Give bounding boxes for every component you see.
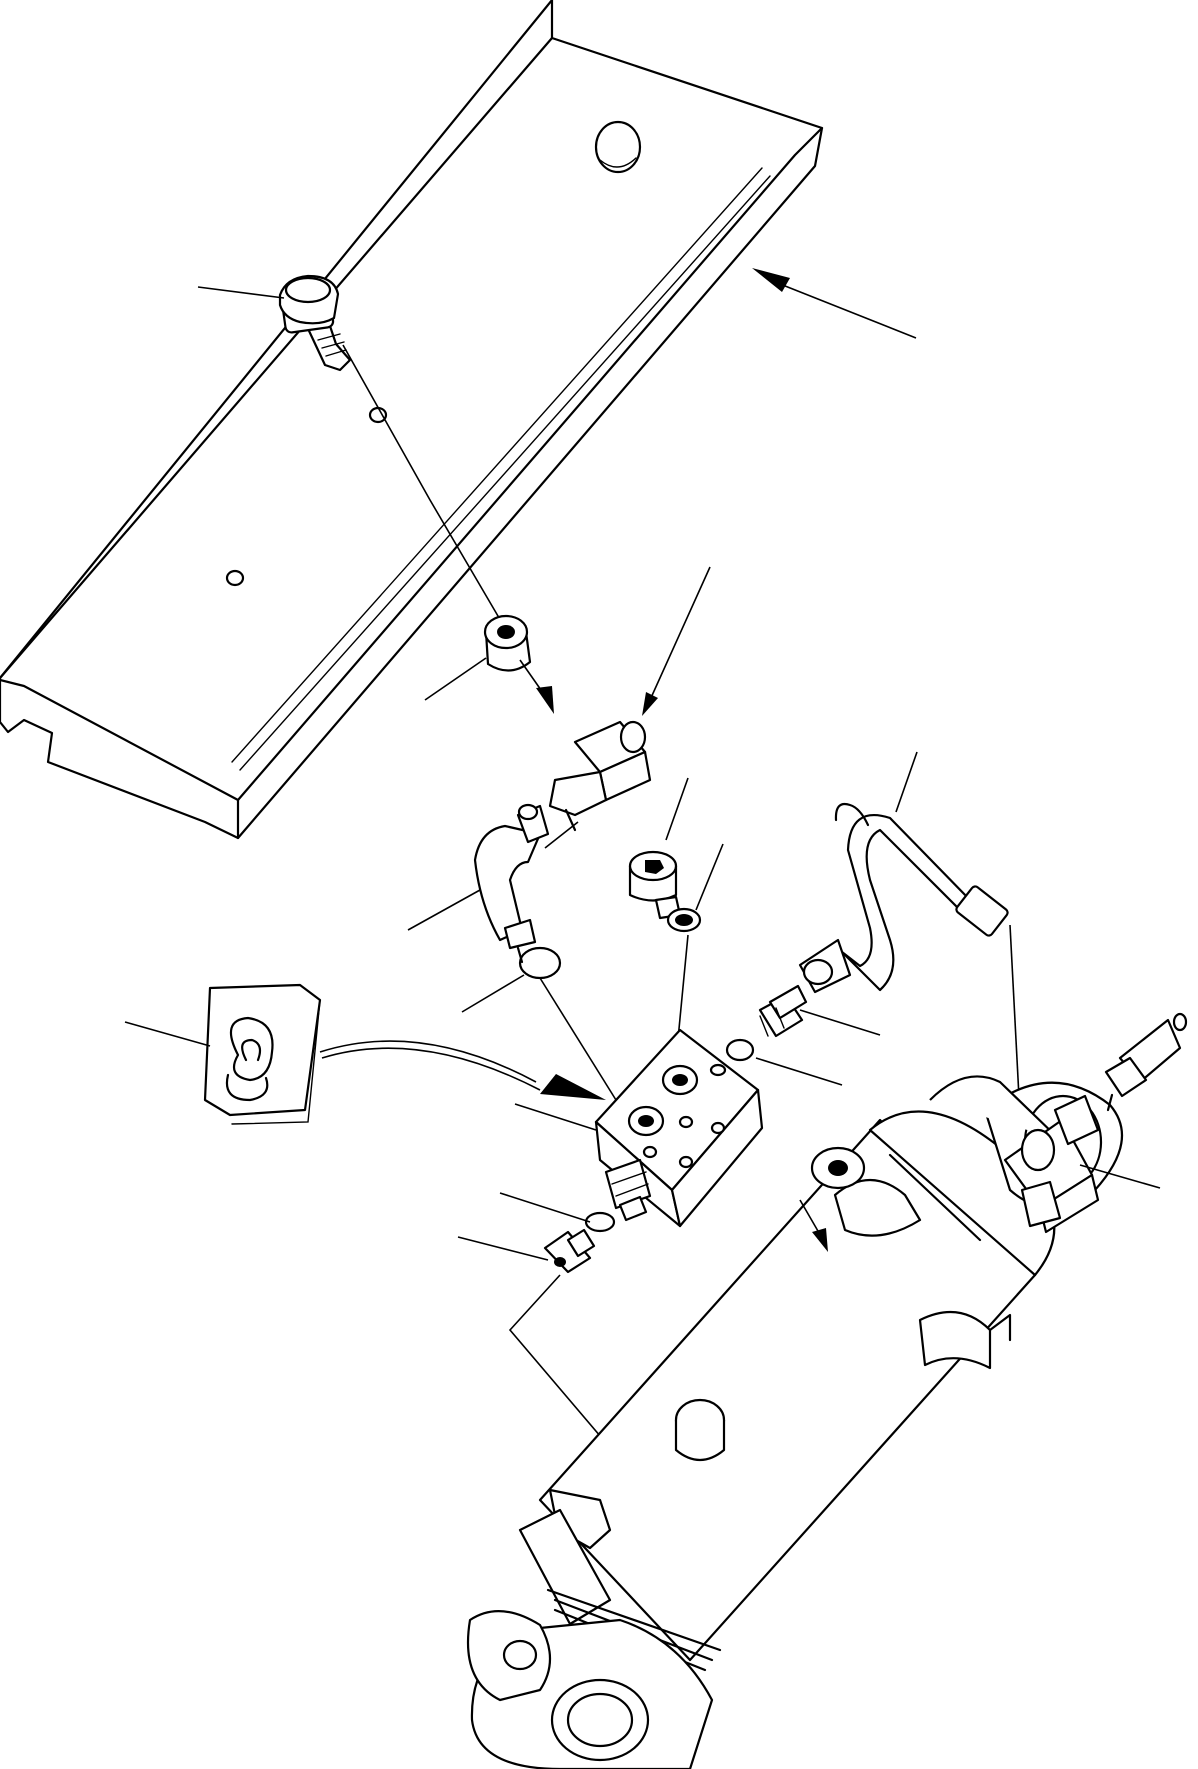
elbow-icon [473, 803, 550, 964]
nut-icon [543, 1228, 596, 1274]
spacer-icon [483, 614, 532, 672]
o-ring-icon [725, 1038, 755, 1062]
fitting-icon [548, 720, 652, 832]
bolt-icon [278, 274, 352, 372]
tee-fitting-icon [1003, 1094, 1100, 1234]
o-ring-icon [518, 946, 562, 980]
tube-icon [798, 802, 1009, 994]
sealant-icon [203, 983, 322, 1125]
washer-icon [666, 907, 702, 933]
adapter-icon [604, 1158, 652, 1222]
fitting-icon [1104, 1012, 1188, 1112]
screw-icon [628, 850, 682, 920]
callout-leaders [124, 268, 1161, 1261]
adapter-icon [758, 984, 808, 1038]
o-ring-icon [584, 1211, 616, 1233]
guard-plate-icon [0, 0, 824, 840]
